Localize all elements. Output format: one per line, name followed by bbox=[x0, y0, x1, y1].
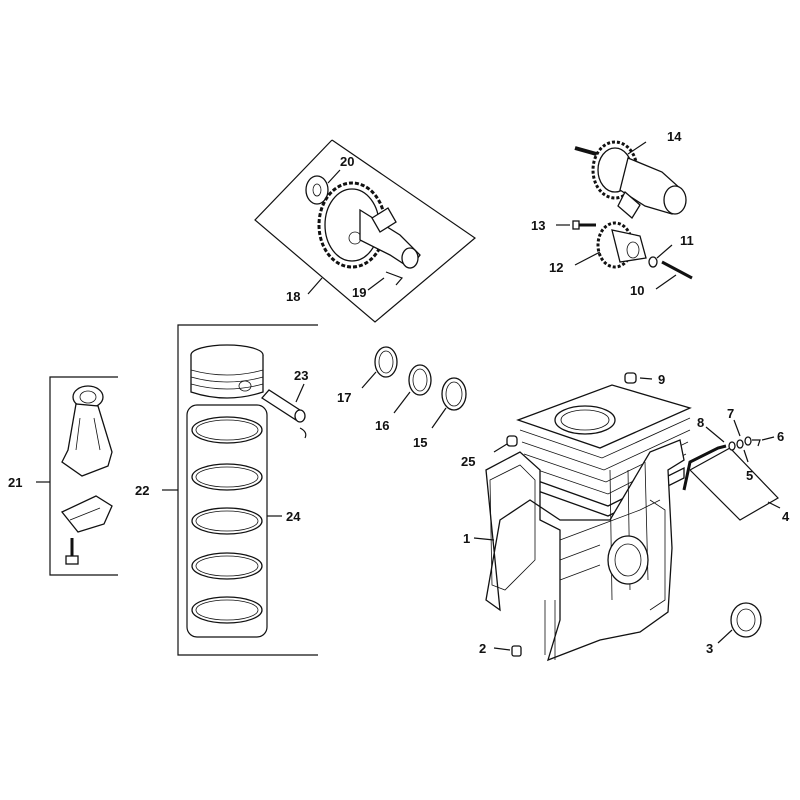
callout-3: 3 bbox=[706, 641, 713, 656]
callout-25: 25 bbox=[461, 454, 475, 469]
callout-15: 15 bbox=[413, 435, 427, 450]
part-10-pin bbox=[661, 260, 693, 280]
part-12-governor-gear bbox=[596, 221, 647, 269]
part-7-nut bbox=[744, 436, 752, 446]
callout-4: 4 bbox=[782, 509, 790, 524]
breather-group bbox=[682, 419, 781, 521]
callout-1: 1 bbox=[463, 531, 470, 546]
rings-bracket bbox=[186, 404, 268, 638]
part-3-oil-seal bbox=[730, 602, 762, 638]
callout-23: 23 bbox=[294, 368, 308, 383]
shims bbox=[361, 346, 467, 429]
camshaft-group-frame bbox=[254, 139, 476, 323]
callout-13: 13 bbox=[531, 218, 545, 233]
callout-19: 19 bbox=[352, 285, 366, 300]
part-9-plug bbox=[624, 372, 637, 384]
callout-2: 2 bbox=[479, 641, 486, 656]
callout-7: 7 bbox=[727, 406, 734, 421]
part-17-shim bbox=[374, 346, 398, 378]
callout-12: 12 bbox=[549, 260, 563, 275]
part-5-washer bbox=[736, 439, 744, 449]
part-1-crankcase bbox=[485, 384, 692, 662]
callout-10: 10 bbox=[630, 283, 644, 298]
part-6-clip bbox=[752, 439, 761, 447]
callout-6: 6 bbox=[777, 429, 784, 444]
part-11-washer bbox=[648, 256, 658, 268]
callout-9: 9 bbox=[658, 372, 665, 387]
part-13-bolt bbox=[572, 220, 596, 230]
part-14-governor-shaft bbox=[574, 140, 687, 219]
part-23-piston-pin bbox=[261, 389, 307, 439]
governor-group bbox=[556, 140, 693, 290]
piston-group bbox=[162, 324, 318, 656]
breather-group-frame bbox=[689, 447, 779, 521]
part-8-washer bbox=[728, 441, 736, 451]
callout-22: 22 bbox=[135, 483, 149, 498]
part-19-pin bbox=[385, 271, 404, 286]
part-16-shim bbox=[408, 364, 432, 396]
callout-14: 14 bbox=[667, 129, 682, 144]
part-25-dowel bbox=[506, 435, 518, 447]
callout-20: 20 bbox=[340, 154, 354, 169]
callout-17: 17 bbox=[337, 390, 351, 405]
part-8-tube bbox=[682, 444, 727, 491]
rod-group-bracket bbox=[49, 376, 118, 576]
callout-21: 21 bbox=[8, 475, 22, 490]
callout-5: 5 bbox=[746, 468, 753, 483]
part-18-camshaft-gear bbox=[317, 181, 421, 269]
callout-24: 24 bbox=[286, 509, 301, 524]
part-21-connecting-rod bbox=[60, 385, 113, 533]
callout-18: 18 bbox=[286, 289, 300, 304]
part-24-piston-rings bbox=[191, 416, 263, 624]
rod-bolt bbox=[65, 538, 79, 565]
part-20-washer bbox=[305, 175, 329, 205]
callout-8: 8 bbox=[697, 415, 704, 430]
piston bbox=[190, 344, 264, 399]
callout-16: 16 bbox=[375, 418, 389, 433]
part-2-plug bbox=[511, 645, 522, 657]
connecting-rod-group bbox=[36, 376, 118, 576]
camshaft-group bbox=[254, 139, 476, 323]
callout-11: 11 bbox=[680, 233, 694, 248]
